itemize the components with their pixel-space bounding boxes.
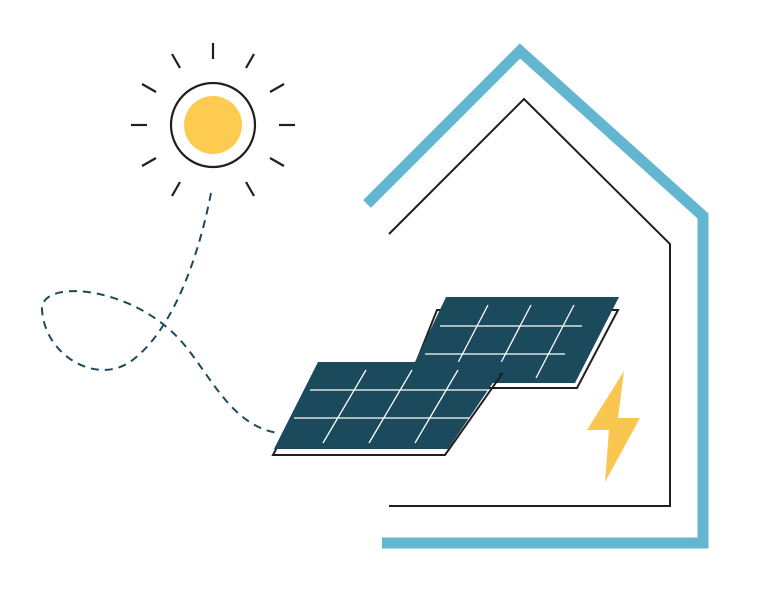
panel-grid-line [368, 369, 413, 444]
sun-ray [171, 181, 181, 197]
panel-grid-line [322, 369, 367, 444]
sun-ray [141, 157, 157, 167]
sun-ray [269, 157, 285, 167]
panel-grid-line [535, 304, 575, 379]
house-inner-outline [388, 97, 671, 507]
house-outer-outline [363, 43, 709, 549]
lightning-bolt-icon [587, 371, 640, 482]
sun-ray [245, 53, 255, 69]
solar-panel-front-grid [294, 369, 488, 444]
sun-rays [131, 43, 295, 197]
sun-ray [141, 83, 157, 93]
sun-ray [269, 83, 285, 93]
sun-ray [245, 181, 255, 197]
sun-core [184, 96, 242, 154]
solar-panel-icon [271, 362, 507, 456]
panel-grid-line [414, 369, 459, 444]
dashed-energy-path [40, 192, 279, 434]
house-icon [363, 43, 709, 549]
sun-icon [131, 43, 295, 197]
sun-ray [171, 53, 181, 69]
sun-outline [169, 81, 257, 169]
